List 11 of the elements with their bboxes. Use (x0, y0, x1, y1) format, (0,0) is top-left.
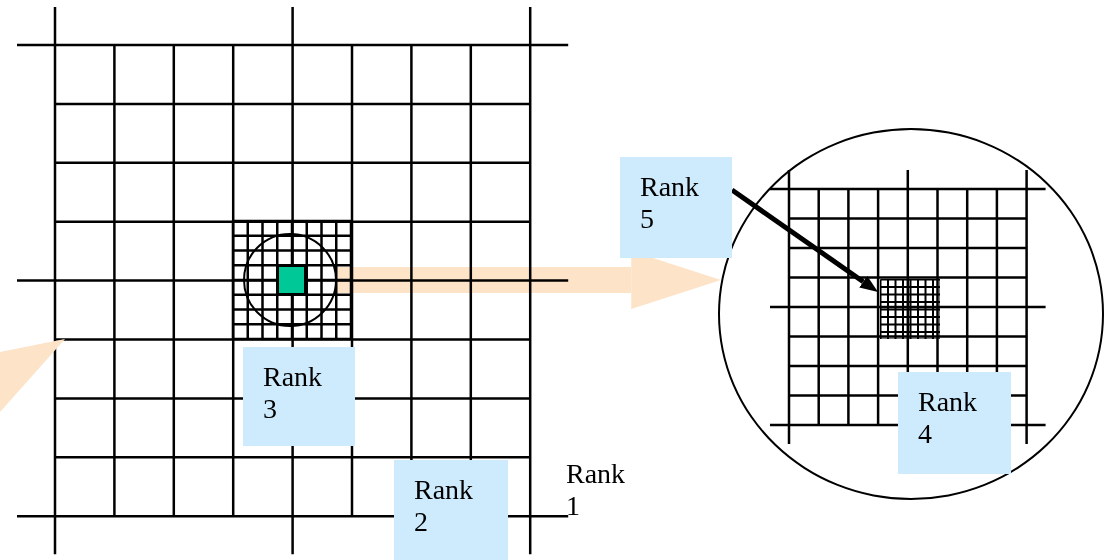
label-box (898, 372, 1011, 474)
rank-text: Rank 3 (263, 361, 324, 425)
rank-text: Rank 4 (918, 386, 979, 450)
label-box (620, 157, 732, 258)
rank-text: Rank 5 (640, 171, 701, 235)
fine-grid-patch (880, 279, 940, 339)
rank-text: Rank 2 (414, 474, 475, 538)
rank-text: Rank 1 (566, 458, 627, 522)
label-box (394, 460, 508, 560)
label-box (243, 347, 355, 446)
magnify-circle (243, 233, 337, 327)
